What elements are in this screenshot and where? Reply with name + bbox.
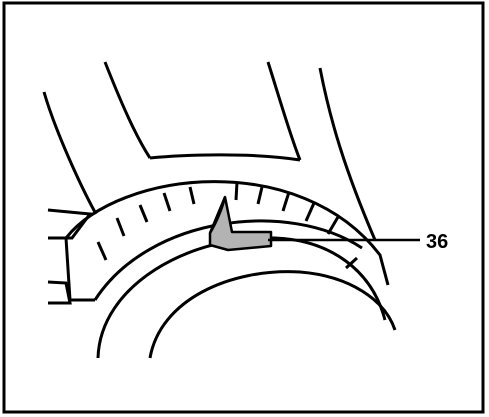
dial-ring-left-cap: [64, 237, 95, 302]
left-block-lower: [47, 280, 72, 305]
scale-mark: [115, 217, 126, 237]
housing-left-outline: [42, 91, 98, 215]
housing-inner-right-line: [266, 61, 302, 161]
callout-number: 36: [426, 231, 448, 253]
scale-mark: [304, 202, 316, 222]
dial-scale-marks: [96, 181, 359, 270]
scale-mark: [162, 192, 172, 212]
scale-mark: [138, 204, 149, 223]
housing-right-outline: [318, 67, 377, 241]
scale-mark: [344, 256, 359, 270]
scale-mark: [281, 191, 291, 212]
scale-mark: [234, 181, 239, 201]
figure-border: [2, 1, 485, 414]
scale-mark: [188, 186, 196, 205]
scale-mark: [326, 216, 340, 235]
dial-ring-outer: [64, 180, 390, 286]
dial-pointer: [208, 195, 273, 252]
housing-notch-line: [149, 153, 301, 162]
scale-mark: [256, 186, 264, 205]
left-block-outline: [47, 208, 93, 240]
housing-inner-left-line: [103, 61, 152, 159]
scale-mark: [96, 241, 108, 261]
lower-body-inner-curve: [148, 270, 397, 359]
dial-pointer-tip: [208, 196, 227, 234]
